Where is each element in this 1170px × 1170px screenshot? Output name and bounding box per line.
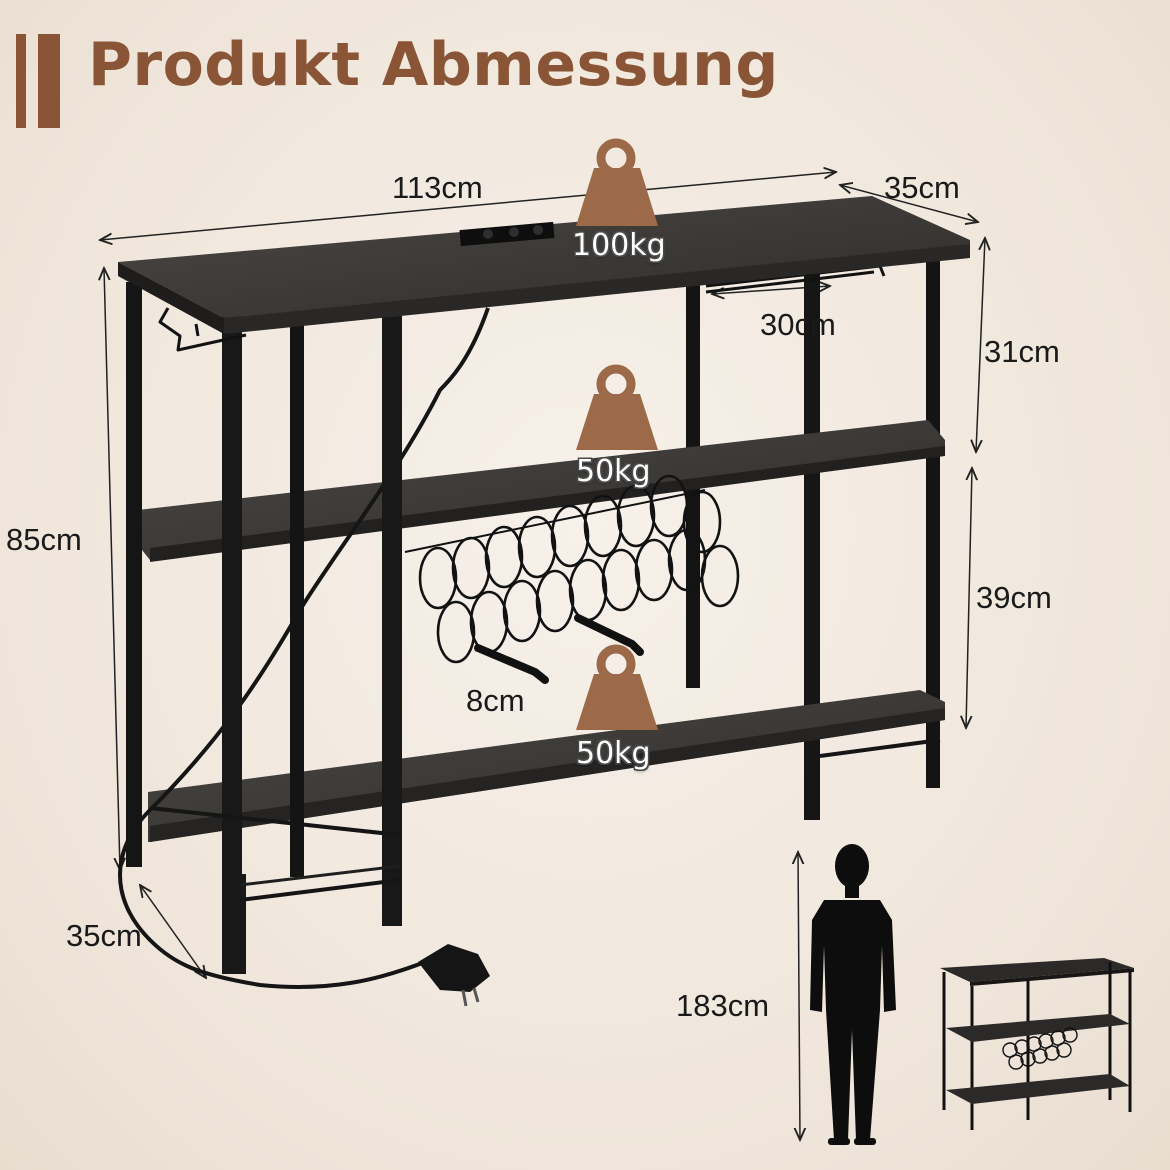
height-dimension-line [104, 268, 120, 870]
dimension-lines [100, 172, 985, 1140]
middle-load-label: 50kg [576, 454, 651, 489]
person-height-dimension-line [798, 852, 800, 1140]
glass-rack-label: 30cm [760, 307, 836, 342]
lower-gap-label: 39cm [976, 580, 1052, 615]
wine-rack-console [118, 196, 970, 1007]
upper-gap-label: 31cm [984, 334, 1060, 369]
product-thumbnail [940, 958, 1134, 1130]
glass-holder-left [158, 307, 247, 352]
weight-icon [576, 644, 658, 730]
top-load-label: 100kg [572, 228, 666, 263]
person-height-label: 183cm [676, 988, 770, 1023]
depth-bottom-dimension-line [140, 885, 206, 978]
front-left-leg [222, 296, 242, 974]
weight-icon [576, 138, 658, 226]
front-left-post [126, 282, 142, 867]
width-dimension-line [100, 172, 836, 240]
lower-gap-dimension-line [966, 468, 972, 728]
depth-top-label: 35cm [884, 170, 960, 205]
width-label: 113cm [392, 170, 483, 205]
power-outlet-icon [459, 221, 555, 247]
power-cable [118, 307, 490, 989]
power-plug-icon [418, 944, 490, 1007]
page-title: Produkt Abmessung [88, 30, 779, 100]
depth-top-dimension-line [840, 185, 978, 222]
front-center-leg [382, 316, 402, 926]
back-inner-post [804, 270, 820, 820]
top-shelf [118, 196, 970, 318]
depth-bottom-label: 35cm [66, 918, 142, 953]
wine-bottle-holder [404, 474, 740, 664]
upper-gap-dimension-line [976, 238, 985, 452]
wine-holder-label: 8cm [466, 683, 525, 718]
height-label: 85cm [6, 522, 82, 557]
title-accent-bars [16, 34, 70, 128]
weight-icon [576, 364, 658, 450]
back-right-post [926, 240, 940, 788]
person-silhouette-icon [810, 844, 896, 1145]
bottom-load-label: 50kg [576, 736, 651, 771]
